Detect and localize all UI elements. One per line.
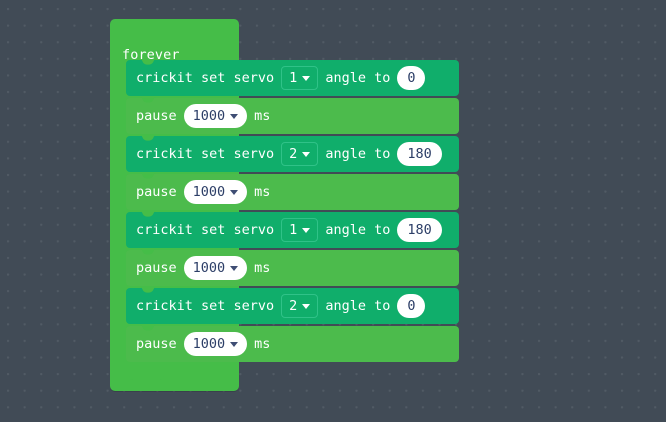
angle-value: 180	[407, 146, 432, 162]
block-label-ms: ms	[254, 108, 271, 124]
block-top-notch	[135, 249, 161, 255]
statement-stack: crickit set servo 1 angle to 0 pause 1000 ms cr…	[126, 59, 459, 364]
angle-value-field[interactable]: 180	[397, 218, 442, 242]
chevron-down-icon	[230, 265, 239, 271]
angle-value-field[interactable]: 0	[397, 294, 426, 318]
chevron-down-icon	[230, 341, 239, 347]
pause-block[interactable]: pause 1000 ms	[126, 249, 459, 286]
forever-block-bottom-notch	[129, 372, 164, 380]
servo-number-value: 2	[289, 146, 298, 162]
servo-number-value: 1	[289, 70, 298, 86]
crickit-set-servo-block[interactable]: crickit set servo 2 angle to 0	[126, 287, 459, 324]
pause-duration-dropdown[interactable]: 1000	[183, 104, 248, 128]
crickit-set-servo-block[interactable]: crickit set servo 2 angle to 180	[126, 135, 459, 172]
angle-value: 180	[407, 222, 432, 238]
servo-number-value: 1	[289, 222, 298, 238]
block-label-angle-to: angle to	[325, 222, 391, 238]
block-top-notch	[135, 135, 161, 141]
pause-duration-value: 1000	[192, 260, 226, 276]
chevron-down-icon	[230, 189, 239, 195]
block-label-angle-to: angle to	[325, 298, 391, 314]
servo-number-dropdown[interactable]: 2	[281, 294, 319, 318]
pause-block[interactable]: pause 1000 ms	[126, 97, 459, 134]
angle-value-field[interactable]: 180	[397, 142, 442, 166]
forever-block-label: forever	[122, 47, 180, 63]
pause-block[interactable]: pause 1000 ms	[126, 325, 459, 362]
servo-number-dropdown[interactable]: 1	[281, 218, 319, 242]
block-top-notch	[135, 59, 161, 65]
angle-value: 0	[407, 70, 416, 86]
block-label-pause: pause	[136, 184, 177, 200]
servo-number-dropdown[interactable]: 2	[281, 142, 319, 166]
servo-number-value: 2	[289, 298, 298, 314]
block-label-pause: pause	[136, 260, 177, 276]
pause-block[interactable]: pause 1000 ms	[126, 173, 459, 210]
crickit-set-servo-block[interactable]: crickit set servo 1 angle to 180	[126, 211, 459, 248]
pause-duration-dropdown[interactable]: 1000	[183, 332, 248, 356]
pause-duration-value: 1000	[192, 108, 226, 124]
block-label-pause: pause	[136, 108, 177, 124]
angle-value: 0	[407, 298, 416, 314]
angle-value-field[interactable]: 0	[397, 66, 426, 90]
block-label-prefix: crickit set servo	[136, 222, 275, 238]
block-label-pause: pause	[136, 336, 177, 352]
chevron-down-icon	[302, 227, 311, 233]
block-top-notch	[135, 173, 161, 179]
block-top-notch	[135, 287, 161, 293]
block-label-angle-to: angle to	[325, 70, 391, 86]
pause-duration-dropdown[interactable]: 1000	[183, 180, 248, 204]
block-top-notch	[135, 211, 161, 217]
crickit-set-servo-block[interactable]: crickit set servo 1 angle to 0	[126, 59, 459, 96]
chevron-down-icon	[302, 151, 311, 157]
pause-duration-dropdown[interactable]: 1000	[183, 256, 248, 280]
chevron-down-icon	[230, 113, 239, 119]
block-label-prefix: crickit set servo	[136, 146, 275, 162]
chevron-down-icon	[302, 303, 311, 309]
block-label-angle-to: angle to	[325, 146, 391, 162]
pause-duration-value: 1000	[192, 184, 226, 200]
block-label-prefix: crickit set servo	[136, 298, 275, 314]
block-label-prefix: crickit set servo	[136, 70, 275, 86]
chevron-down-icon	[302, 75, 311, 81]
pause-duration-value: 1000	[192, 336, 226, 352]
block-label-ms: ms	[254, 336, 271, 352]
block-top-notch	[135, 325, 161, 331]
block-label-ms: ms	[254, 260, 271, 276]
block-label-ms: ms	[254, 184, 271, 200]
block-top-notch	[135, 97, 161, 103]
servo-number-dropdown[interactable]: 1	[281, 66, 319, 90]
